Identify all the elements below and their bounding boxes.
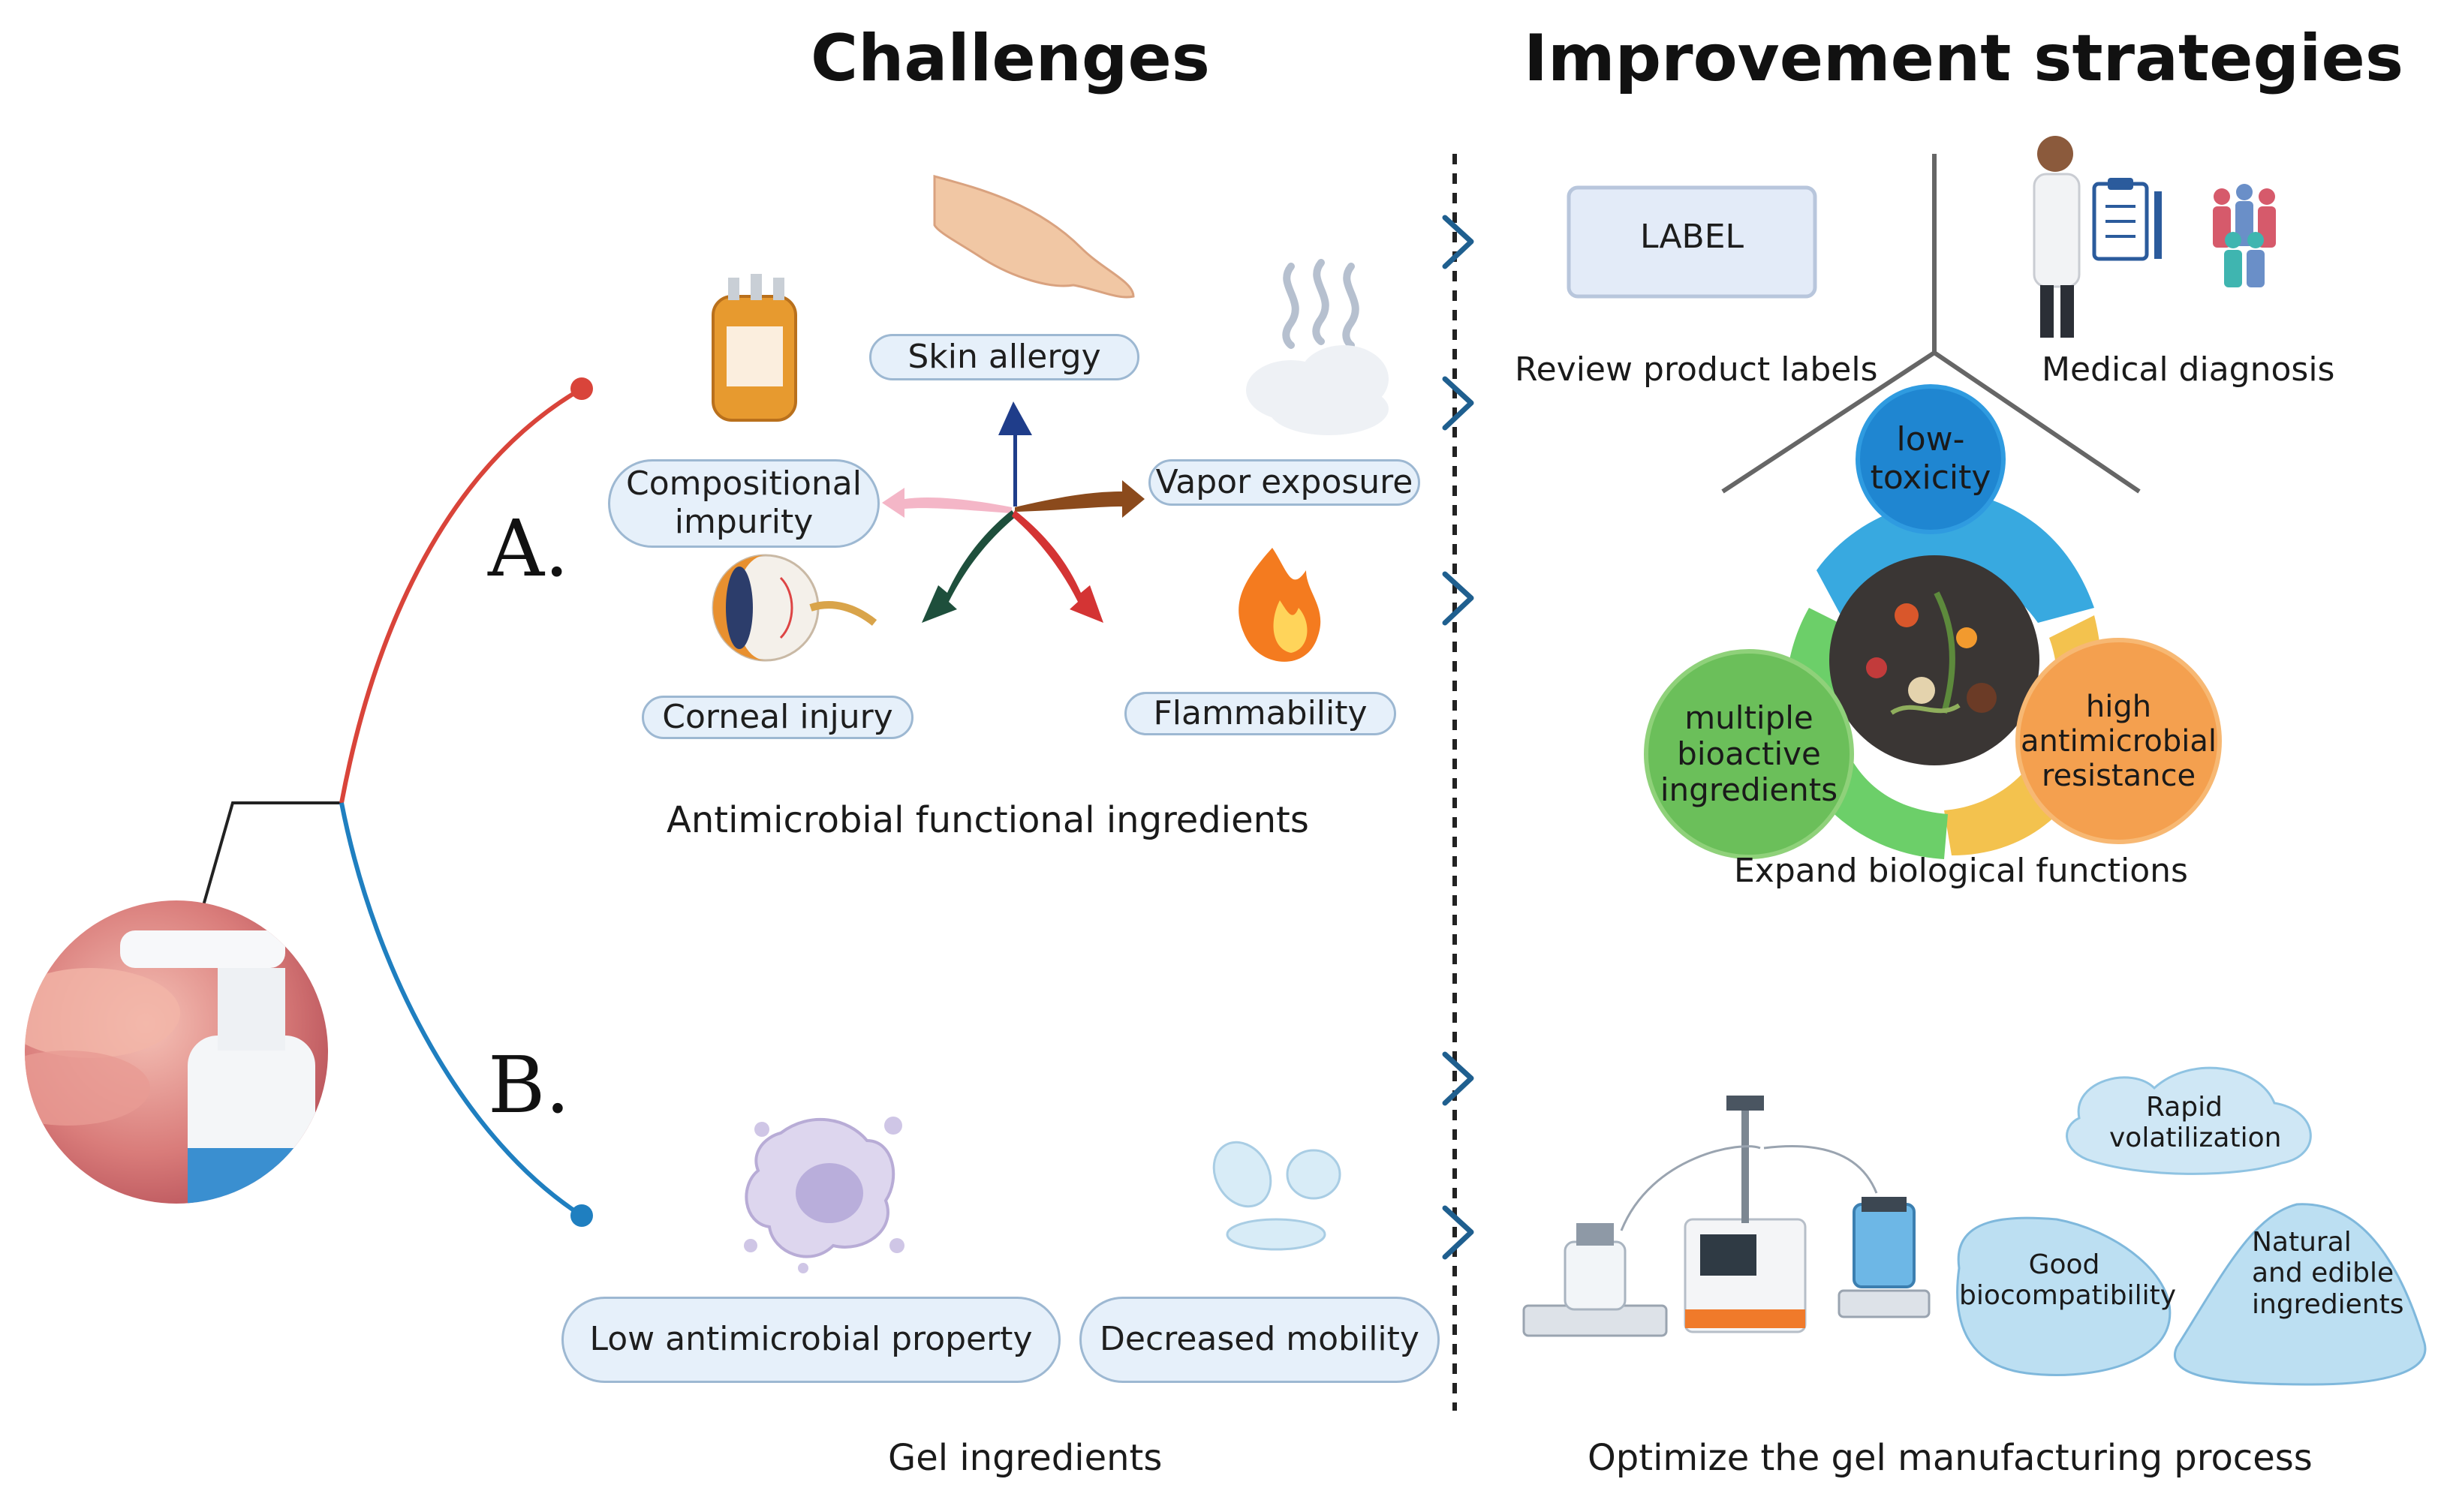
arrow-downleft-icon <box>922 510 1016 623</box>
chevron-icon <box>1442 215 1474 269</box>
branch-a-curve <box>339 386 583 804</box>
branch-b-dot <box>570 1204 593 1227</box>
cloud-icon <box>1246 345 1389 435</box>
arrow-up-icon <box>998 401 1032 507</box>
caption-gel-ingredients: Gel ingredients <box>888 1437 1163 1479</box>
eye-icon <box>712 554 877 662</box>
branch-b-curve <box>339 802 583 1218</box>
chevrons <box>1442 215 1474 1260</box>
caption-medical-diagnosis: Medical diagnosis <box>2042 350 2335 389</box>
gel-bubbles <box>1956 1066 2427 1386</box>
tree-connector <box>201 801 342 909</box>
circle-high-antimicrobial-resistance: high antimicrobial resistance <box>2015 638 2222 844</box>
arrow-left-icon <box>882 488 1012 518</box>
caption-optimize-gel-manufacturing: Optimize the gel manufacturing process <box>1588 1437 2313 1479</box>
bubble-natural <box>2174 1203 2427 1386</box>
heading-challenges: Challenges <box>811 21 1210 96</box>
section-label-b: B. <box>488 1039 570 1131</box>
label-card-text: LABEL <box>1639 218 1744 256</box>
flame-icon <box>1239 548 1321 662</box>
pill-decreased-mobility: Decreased mobility <box>1079 1297 1440 1383</box>
hand-icon <box>933 175 1135 299</box>
chevron-icon <box>1442 1051 1474 1106</box>
pill-vapor-exposure: Vapor exposure <box>1148 459 1420 506</box>
bubble-good <box>1956 1216 2172 1376</box>
y-divider <box>1721 154 2141 494</box>
pill-compositional-impurity: Compositional impurity <box>608 459 880 548</box>
gel-drops-icon <box>1212 1141 1341 1251</box>
blood-bag-icon <box>712 274 797 422</box>
section-label-a: A. <box>488 503 570 594</box>
pill-low-antimicrobial-property: Low antimicrobial property <box>561 1297 1061 1383</box>
circle-multiple-bioactive-ingredients: multiple bioactive ingredients <box>1644 649 1854 859</box>
arrow-right-icon <box>1015 480 1145 518</box>
doctor-icon <box>2033 136 2081 338</box>
label-card <box>1567 185 1817 299</box>
bubble-text-rapid-volatilization: Rapid volatilization <box>2109 1092 2282 1154</box>
branch-a-dot <box>570 377 593 400</box>
lab-apparatus-icon <box>1522 1096 1931 1337</box>
pill-skin-allergy: Skin allergy <box>869 334 1139 380</box>
heading-improvement-strategies: Improvement strategies <box>1524 21 2404 96</box>
bubble-text-natural-edible-ingredients: Natural and edible ingredients <box>2252 1227 2404 1320</box>
circle-low-toxicity: low-toxicity <box>1856 384 2006 534</box>
pill-flammability: Flammability <box>1124 692 1396 735</box>
clipboard-icon <box>2092 178 2162 261</box>
bacteria-icon <box>744 1117 904 1273</box>
chevron-icon <box>1442 376 1474 431</box>
hazard-arrows <box>882 401 1145 623</box>
arrow-downright-icon <box>1012 510 1103 623</box>
bubble-rapid <box>2066 1066 2312 1175</box>
caption-review-product-labels: Review product labels <box>1515 350 1878 389</box>
chevron-icon <box>1442 571 1474 626</box>
chevron-icon <box>1442 1205 1474 1260</box>
caption-expand-biological-functions: Expand biological functions <box>1734 852 2188 890</box>
herbs-food-image <box>1829 555 2039 765</box>
vapor-icon <box>1282 259 1359 349</box>
caption-antimicrobial-functional-ingredients: Antimicrobial functional ingredients <box>667 799 1309 841</box>
pill-corneal-injury: Corneal injury <box>642 696 913 739</box>
hand-sanitizer-image <box>25 900 328 1204</box>
people-group-icon <box>2213 184 2276 287</box>
bubble-text-good-biocompatibility: Good biocompatibility <box>1959 1249 2177 1312</box>
